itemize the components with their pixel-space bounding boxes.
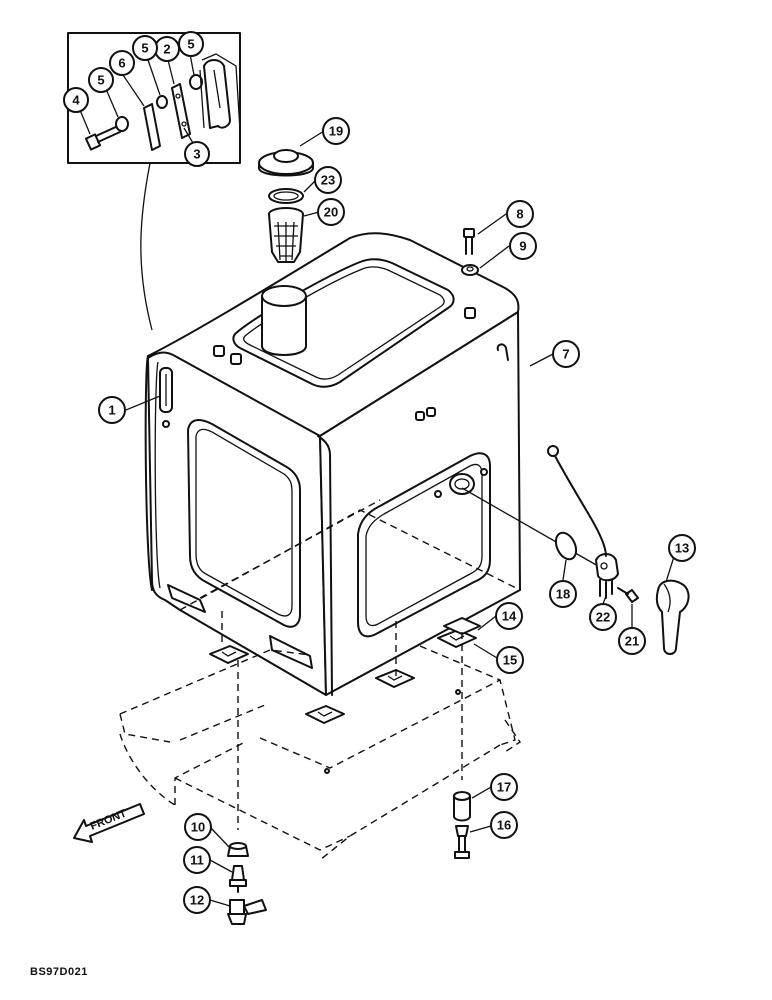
callout-3: 3 (184, 141, 210, 167)
callout-20: 20 (317, 198, 345, 226)
callout-number: 1 (108, 403, 115, 418)
filler-cap (258, 149, 314, 177)
callout-number: 21 (625, 634, 639, 649)
strainer (268, 207, 304, 263)
callout-7: 7 (552, 340, 580, 368)
filler-neck (261, 285, 307, 356)
callout-2: 2 (154, 36, 180, 62)
callout-4: 4 (63, 87, 89, 113)
callout-18: 18 (549, 580, 577, 608)
callout-number: 5 (187, 37, 194, 52)
level-gauge (159, 367, 173, 428)
callout-9: 9 (509, 232, 537, 260)
callout-11: 11 (183, 846, 211, 874)
callout-number: 13 (675, 541, 689, 556)
hydraulic-tank (144, 232, 521, 696)
callout-number: 10 (191, 820, 205, 835)
machine-frame-outline (119, 645, 521, 861)
callout-5c: 5 (178, 31, 204, 57)
callout-5b: 5 (132, 35, 158, 61)
callout-number: 22 (596, 610, 610, 625)
bolt-16 (454, 825, 470, 859)
detail-inset (67, 32, 241, 331)
callout-number: 8 (516, 207, 523, 222)
callout-10: 10 (184, 813, 212, 841)
callout-number: 17 (497, 780, 511, 795)
washer-part (115, 116, 129, 132)
callout-number: 11 (190, 853, 204, 868)
callout-6: 6 (109, 50, 135, 76)
inset-leader (140, 162, 153, 331)
callout-1: 1 (98, 396, 126, 424)
callout-number: 19 (329, 124, 343, 139)
callout-number: 7 (562, 347, 569, 362)
cover-washer (461, 264, 479, 276)
drain-cock-12 (227, 899, 267, 925)
bolt-part (84, 125, 121, 151)
callout-13: 13 (668, 534, 696, 562)
cover-bolt (463, 228, 475, 255)
callout-number: 12 (190, 893, 204, 908)
callout-12: 12 (183, 886, 211, 914)
callout-23: 23 (314, 166, 342, 194)
callout-number: 6 (118, 56, 125, 71)
nut-part (189, 74, 203, 90)
mounting-pads (209, 610, 481, 830)
callout-number: 4 (72, 93, 80, 108)
drain-plug-10 (227, 842, 249, 857)
callout-15: 15 (496, 646, 524, 674)
callout-21: 21 (618, 627, 646, 655)
callout-number: 18 (556, 587, 570, 602)
callout-leaders (125, 130, 677, 907)
callout-5a: 5 (88, 67, 114, 93)
drain-fitting-11 (229, 865, 247, 893)
callout-14: 14 (495, 602, 523, 630)
plate-part (171, 83, 191, 139)
front-direction-arrow: FRONT (73, 803, 145, 843)
callout-number: 23 (321, 173, 335, 188)
callout-17: 17 (490, 773, 518, 801)
callout-number: 15 (503, 653, 517, 668)
washer-part (156, 95, 168, 109)
callout-number: 2 (163, 42, 170, 57)
callout-number: 3 (193, 147, 200, 162)
callout-number: 14 (502, 609, 517, 624)
callout-16: 16 (490, 811, 518, 839)
spacer-17 (453, 791, 471, 822)
spacer-part (143, 103, 161, 151)
callout-number: 20 (324, 205, 338, 220)
callout-number: 5 (141, 41, 148, 56)
callout-number: 16 (497, 818, 511, 833)
bracket-part (199, 53, 241, 131)
valve-assembly (461, 445, 690, 655)
callout-22: 22 (589, 603, 617, 631)
drawing-code: BS97D021 (30, 966, 88, 978)
callout-19: 19 (322, 117, 350, 145)
o-ring (268, 188, 304, 204)
callout-number: 9 (519, 239, 526, 254)
callout-8: 8 (506, 200, 534, 228)
callout-number: 5 (97, 73, 104, 88)
